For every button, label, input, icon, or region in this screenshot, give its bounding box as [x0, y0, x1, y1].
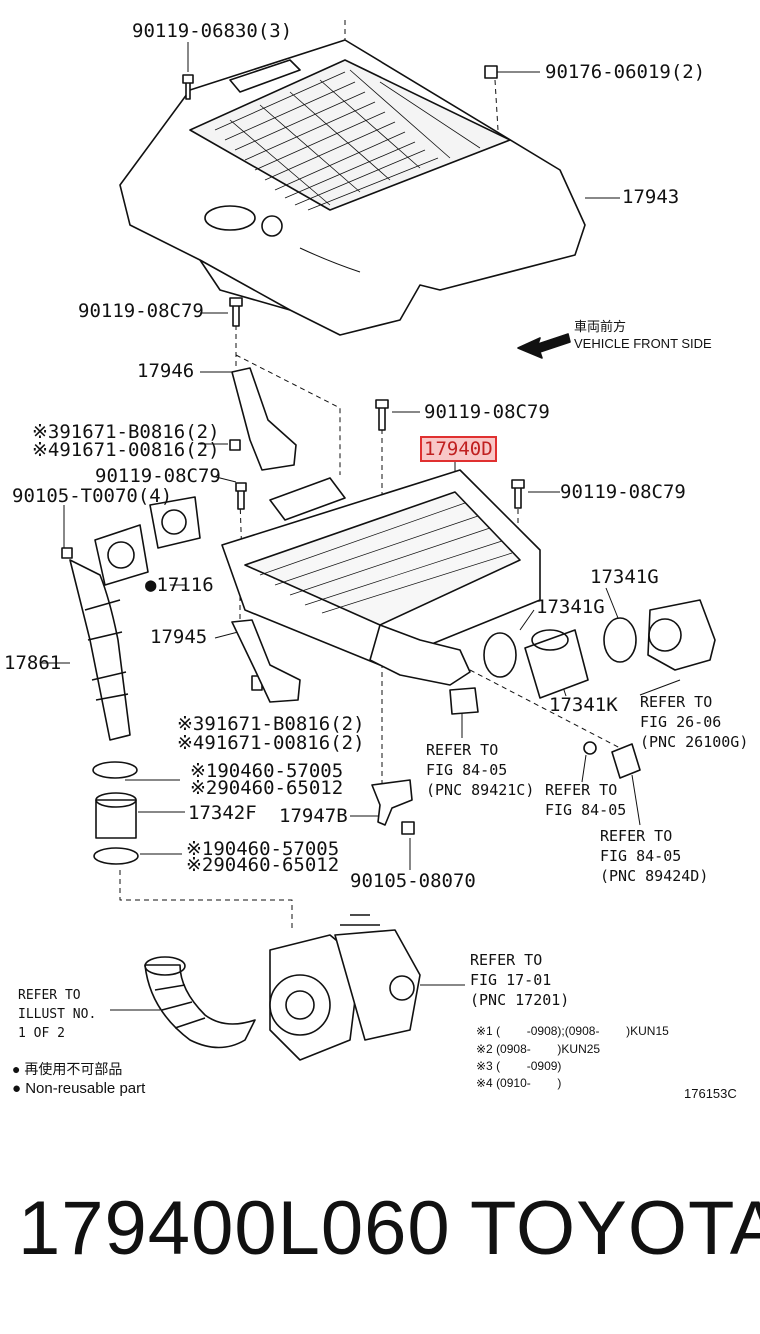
label-clamp-17341G-b: 17341G	[536, 596, 605, 618]
label-gasket-17116: ●17116	[145, 574, 214, 596]
note-2: ※2 (0908- )KUN25	[476, 1042, 601, 1056]
label-bolt-90119-06830: 90119-06830(3)	[132, 20, 293, 42]
label-bolt-90105-T0070: 90105-T0070(4)	[12, 485, 173, 507]
label-washer-upper-2: ※491671-00816(2)	[32, 439, 220, 461]
label-bracket-17947B: 17947B	[279, 805, 348, 827]
label-bolt-bracket: 90119-08C79	[95, 465, 221, 487]
part-number: 179400L060	[18, 1186, 451, 1271]
label-clamp-2b: ※290460-65012	[186, 854, 340, 876]
note-1: ※1 ( -0908);(0908- )KUN15	[476, 1024, 669, 1038]
label-hose-17341K: 17341K	[549, 694, 618, 716]
engine-cover-drawing	[119, 39, 586, 336]
note-4: ※4 (0910- )	[476, 1076, 562, 1090]
label-pipe-17861: 17861	[4, 652, 62, 674]
label-bracket-17946: 17946	[137, 360, 195, 382]
label-bolt-center: 90119-08C79	[424, 401, 550, 423]
label-washer-lower-1: ※391671-B0816(2)	[177, 713, 365, 735]
label-hose-17342F: 17342F	[188, 802, 257, 824]
figure-code: 176153C	[684, 1086, 737, 1101]
turbocharger-drawing	[269, 914, 421, 1061]
label-bolt-90105-08070: 90105-08070	[350, 870, 476, 892]
legend-en: ● Non-reusable part	[12, 1080, 146, 1097]
label-bolt-left-upper: 90119-08C79	[78, 300, 204, 322]
label-clamp-1b: ※290460-65012	[190, 777, 344, 799]
ref-sensor-89421C: REFER TO FIG 84-05 (PNC 89421C)	[426, 741, 535, 799]
legend-jp: ● 再使用不可部品	[12, 1061, 123, 1077]
ref-throttle-26100G: REFER TO FIG 26-06 (PNC 26100G)	[640, 693, 749, 751]
label-clamp-2a: ※190460-57005	[186, 838, 340, 860]
label-bracket-17945: 17945	[150, 626, 208, 648]
intercooler-highlight: 17940D	[420, 436, 497, 462]
label-front-en: VEHICLE FRONT SIDE	[574, 336, 712, 351]
label-washer-lower-2: ※491671-00816(2)	[177, 732, 365, 754]
label-washer-upper-1: ※391671-B0816(2)	[32, 421, 220, 443]
ref-sensor-89424D: REFER TO FIG 84-05 (PNC 89424D)	[600, 827, 709, 885]
ref-sensor-84-05: REFER TO FIG 84-05	[545, 781, 627, 819]
ref-turbo-17201: REFER TO FIG 17-01 (PNC 17201)	[470, 951, 570, 1009]
ref-illust-1-of-2: REFER TO ILLUST NO. 1 OF 2	[18, 988, 97, 1041]
label-bolt-right: 90119-08C79	[560, 481, 686, 503]
label-cover-17943: 17943	[622, 186, 680, 208]
label-intercooler-17940D: 17940D	[420, 436, 497, 462]
label-clamp-1a: ※190460-57005	[190, 760, 344, 782]
bolt-drawings	[61, 65, 597, 835]
intercooler-drawing	[221, 469, 541, 686]
note-3: ※3 ( -0909)	[476, 1059, 562, 1073]
label-nut-90176-06019: 90176-06019(2)	[545, 61, 706, 83]
label-clamp-17341G-a: 17341G	[590, 566, 659, 588]
brand-name: TOYOTA	[470, 1186, 760, 1271]
label-front-jp: 車両前方	[574, 319, 627, 334]
